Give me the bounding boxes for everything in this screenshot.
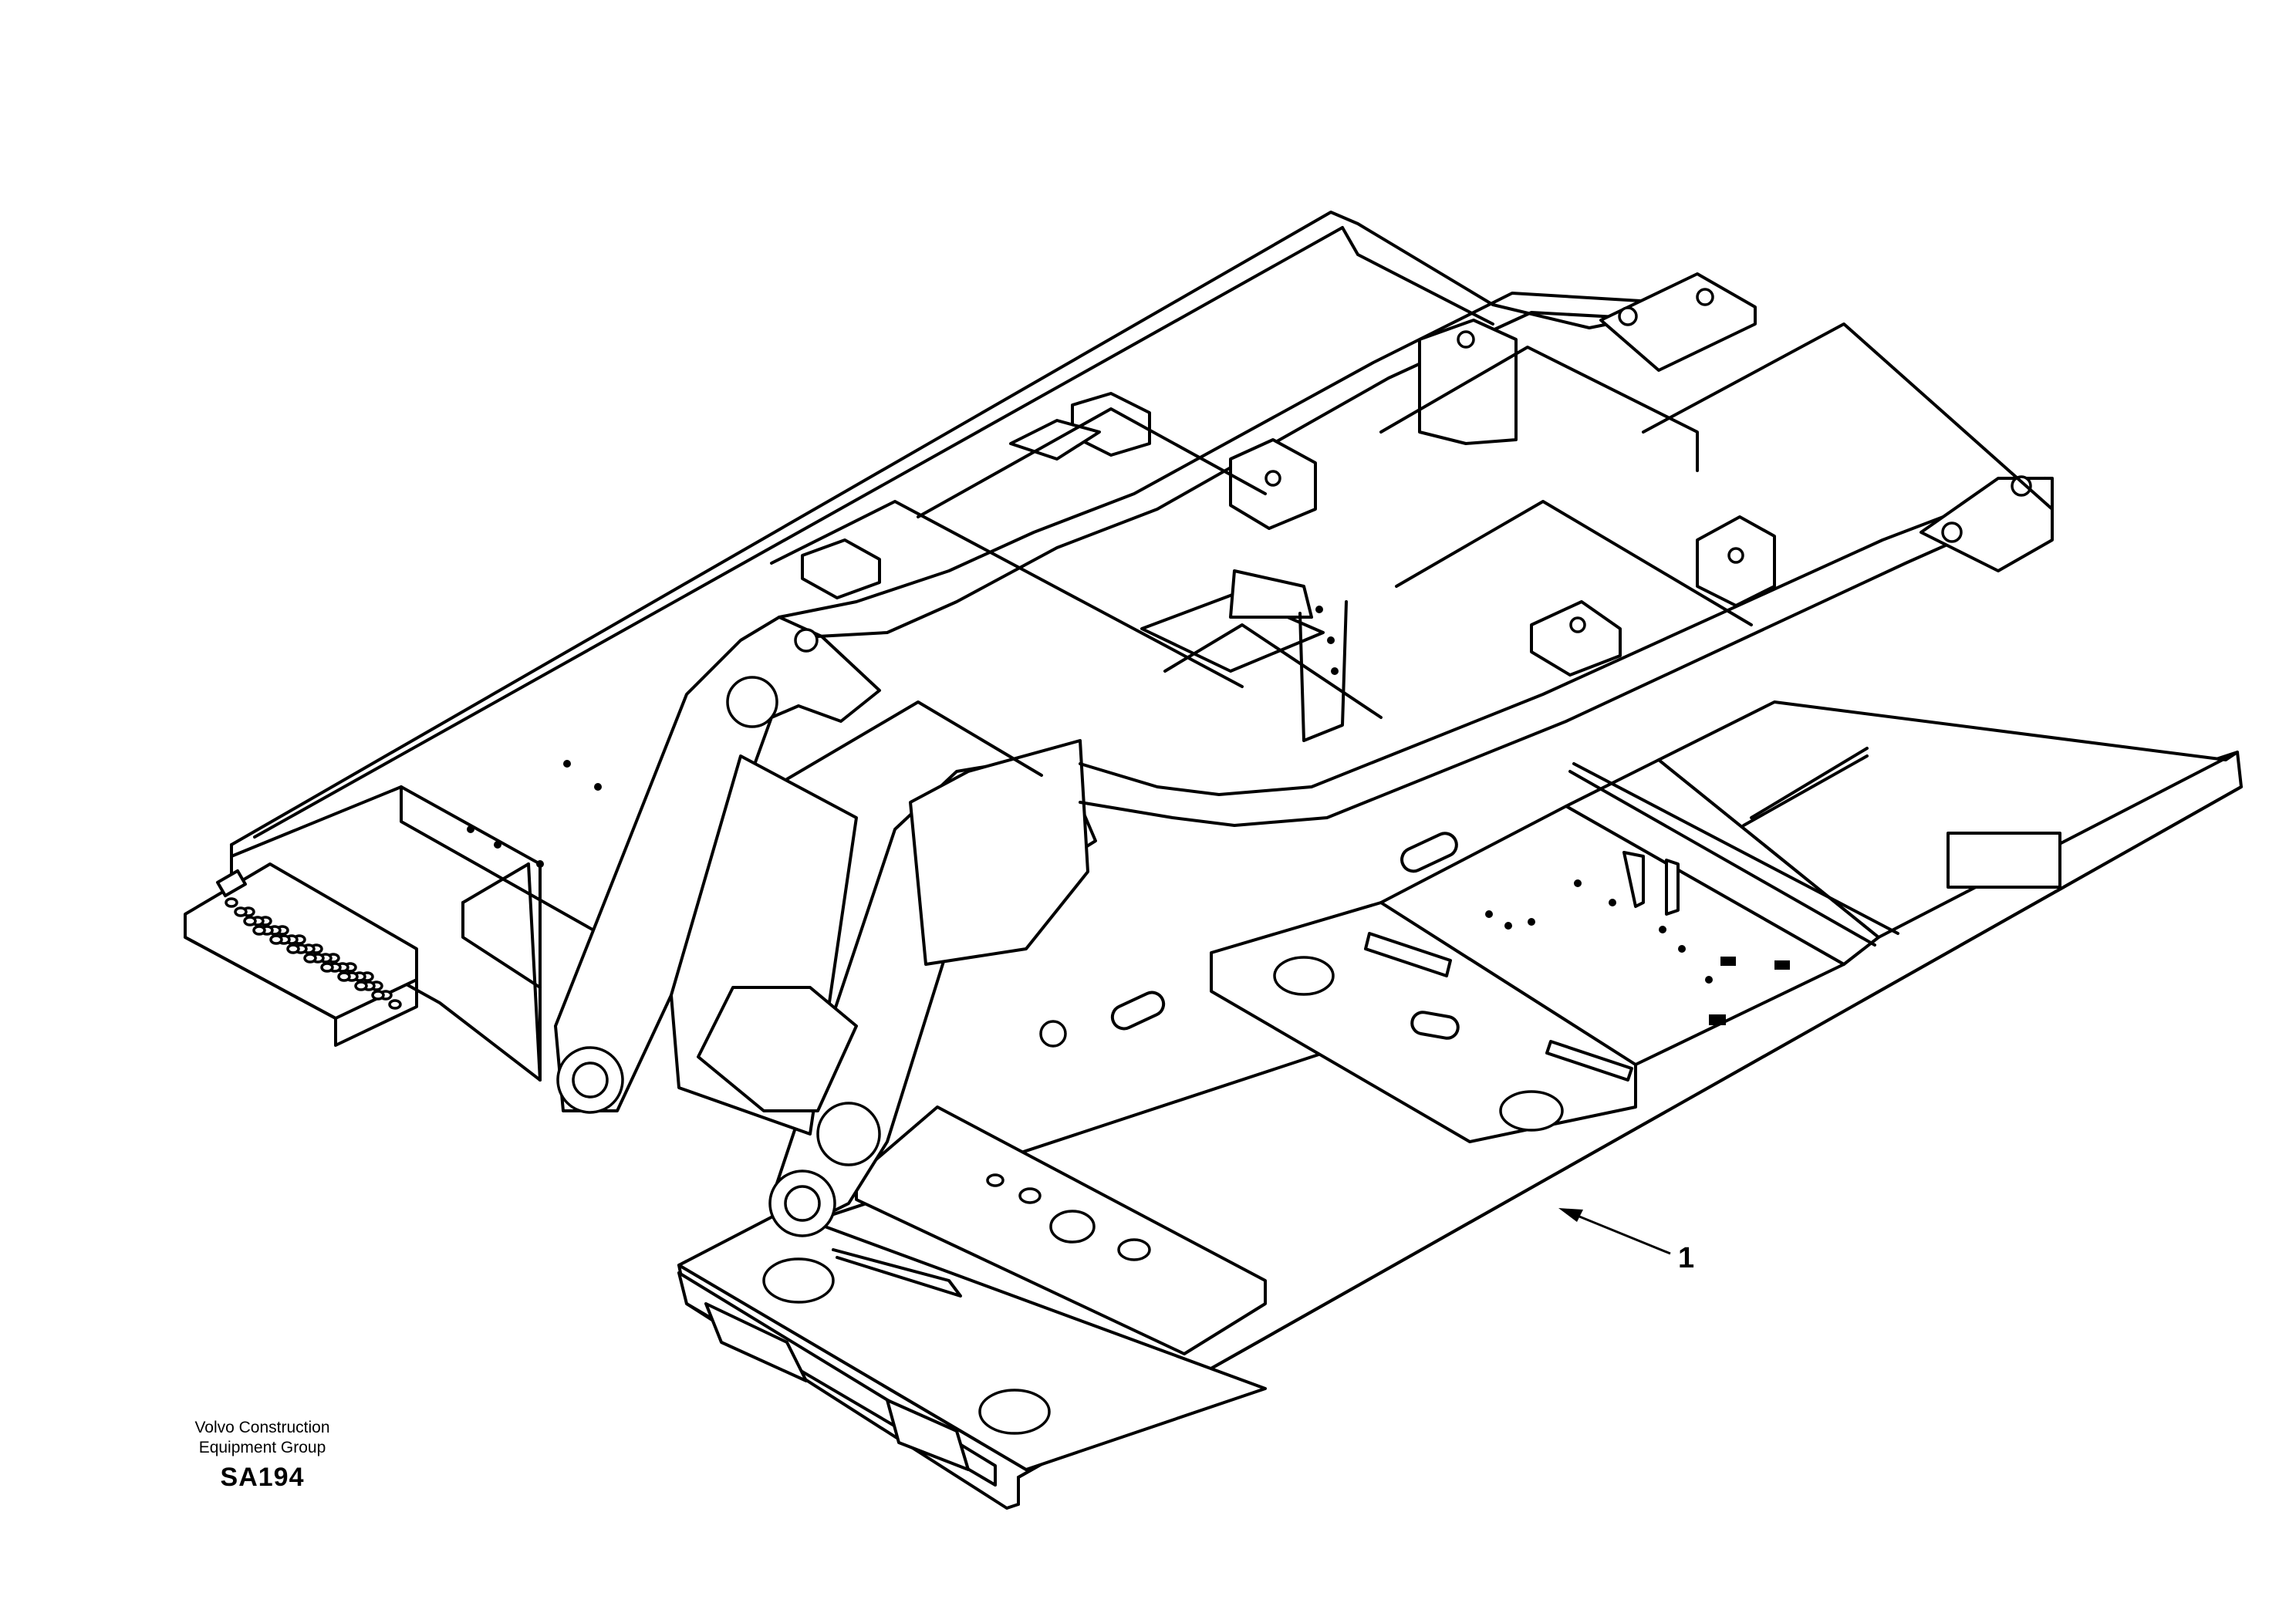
company-line-2: Equipment Group [198,1439,326,1456]
tread-hole [371,990,385,1001]
callout-label-1: 1 [1678,1242,1695,1274]
middle-bracket-box [1140,569,1348,742]
front-end-box [677,1210,1267,1487]
front-crossmember [855,1105,1267,1355]
right-deck [1210,700,2239,1143]
right-curved-beam [1079,475,2054,827]
tread-hole [303,953,317,964]
left-curved-beam [778,272,1757,638]
tread-hole [286,943,300,954]
tread-hole [252,925,266,936]
tread-hole [225,897,238,908]
tread-hole [243,916,257,926]
callout-1-leader [1558,1208,1671,1255]
figure-code: SA194 [220,1463,305,1492]
tread-hole [320,962,334,973]
company-line-1: Volvo Construction [194,1419,330,1436]
manufacturer-block: Volvo Construction Equipment Group SA194 [154,1418,370,1493]
step-tread-holes [225,897,402,1010]
tread-hole [388,999,402,1010]
rear-deck-plates [770,322,2054,781]
tread-hole [354,980,368,991]
tread-hole [269,934,283,945]
tread-hole [234,906,248,917]
tread-hole [337,971,351,982]
center-boom-box [670,739,1458,1136]
